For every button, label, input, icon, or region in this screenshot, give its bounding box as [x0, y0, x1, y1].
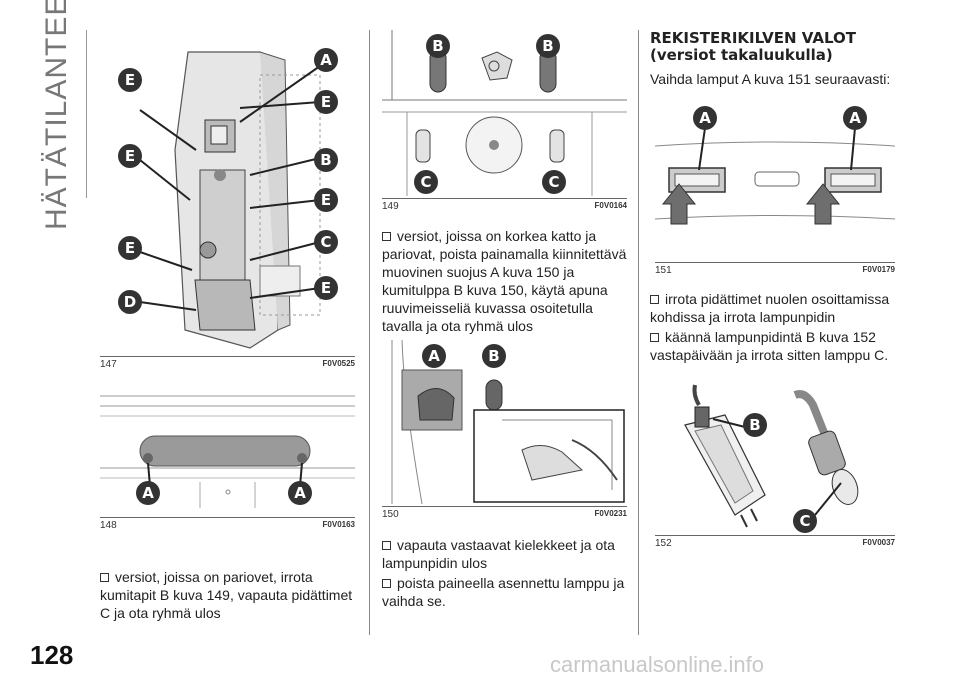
step-text: versiot, joissa on korkea katto ja pario…	[382, 228, 627, 334]
figure-147-label: E	[125, 71, 135, 89]
figure-number: 148	[100, 520, 117, 531]
figure-152: B C	[655, 375, 895, 533]
bullet-box	[382, 579, 391, 588]
figure-number: 150	[382, 509, 399, 520]
bullet-box	[100, 573, 109, 582]
column-divider-1	[369, 30, 370, 635]
figure-code: F0V0163	[322, 520, 355, 529]
intro-text: Vaihda lamput A kuva 151 seuraavasti:	[650, 71, 891, 87]
figure-148-caption: 148 F0V0163	[100, 517, 355, 531]
figure-code: F0V0525	[322, 359, 355, 368]
bullet-box	[382, 232, 391, 241]
figure-151-label: A	[849, 109, 861, 127]
figure-149: B B C C	[382, 30, 627, 196]
figure-149-label: B	[542, 37, 553, 55]
figure-149-label: B	[432, 37, 443, 55]
figure-147-label: E	[321, 93, 331, 111]
figure-150-label: B	[488, 347, 499, 365]
figure-number: 147	[100, 359, 117, 370]
figure-147-label: E	[125, 147, 135, 165]
section-title: HÄTÄTILANTEET	[40, 0, 73, 230]
figure-150-label: A	[428, 347, 440, 365]
figure-148: A A	[100, 378, 355, 514]
bullet-box	[382, 541, 391, 550]
figure-147-label: C	[320, 233, 331, 251]
figure-number: 151	[655, 265, 672, 276]
figure-code: F0V0231	[594, 509, 627, 518]
figure-149-label: C	[548, 173, 559, 191]
page-number: 128	[30, 640, 74, 670]
step-text: käännä lampunpidintä B kuva 152 vastapäi…	[650, 329, 889, 363]
figure-147-label: E	[321, 279, 331, 297]
bullet-box	[650, 333, 659, 342]
figure-149-label: C	[420, 173, 431, 191]
figure-148-label: A	[142, 484, 154, 502]
figure-147-label: B	[320, 151, 331, 169]
figure-code: F0V0037	[862, 538, 895, 547]
figure-148-label: A	[294, 484, 306, 502]
figure-code: F0V0164	[594, 201, 627, 210]
step-text: versiot, joissa on pariovet, irrota kumi…	[100, 569, 353, 621]
figure-152-label: B	[749, 416, 760, 434]
figure-152-caption: 152 F0V0037	[655, 535, 895, 549]
step-text: irrota pidättimet nuolen osoittamissa ko…	[650, 291, 890, 325]
step-text: vapauta vastaavat kielekkeet ja ota lamp…	[382, 537, 615, 571]
figure-147-label: A	[320, 51, 332, 69]
figure-147-label: D	[124, 293, 136, 311]
figure-152-label: C	[799, 512, 810, 530]
column-divider-2	[638, 30, 639, 635]
figure-151-caption: 151 F0V0179	[655, 262, 895, 276]
figure-150: A B	[382, 340, 627, 504]
figure-151-label: A	[699, 109, 711, 127]
figure-147: E A E E B E E C E D	[100, 30, 355, 352]
step-text: poista paineella asennettu lamppu ja vai…	[382, 575, 625, 609]
figure-number: 149	[382, 201, 399, 212]
figure-150-caption: 150 F0V0231	[382, 506, 627, 520]
figure-147-caption: 147 F0V0525	[100, 356, 355, 370]
page-heading: REKISTERIKILVEN VALOT (versiot takaluuku…	[650, 29, 856, 64]
bullet-box	[650, 295, 659, 304]
watermark: carmanualsonline.info	[550, 652, 765, 677]
figure-147-label: E	[321, 191, 331, 209]
figure-149-caption: 149 F0V0164	[382, 198, 627, 212]
figure-147-label: E	[125, 239, 135, 257]
section-title-rule	[86, 30, 87, 198]
figure-151: A A	[655, 104, 895, 260]
figure-number: 152	[655, 538, 672, 549]
figure-code: F0V0179	[862, 265, 895, 274]
